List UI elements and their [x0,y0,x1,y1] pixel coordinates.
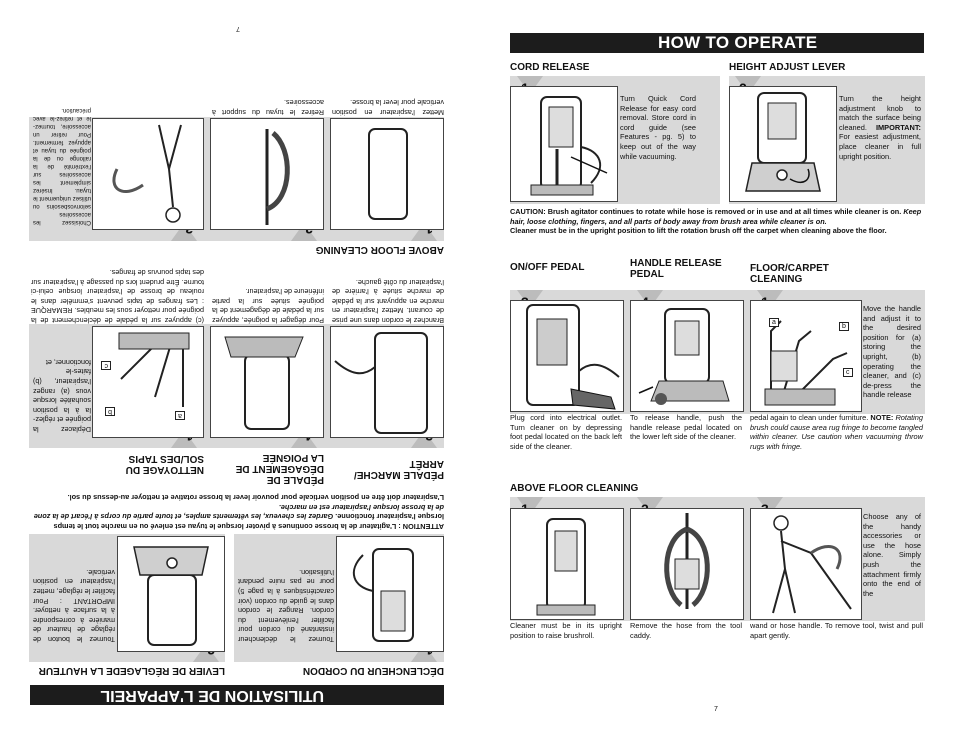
page-number: 7 [714,706,718,713]
onoff-title: ON/OFF PEDAL [510,262,585,273]
handle-text-fr: Pour dégager la poignée, appuyez sur la … [212,287,324,325]
label-c: c [843,368,853,377]
handle-release-text: To release handle, push the handle relea… [630,413,742,442]
above-title-fr: ABOVE FLOOR CLEANING [315,244,444,255]
cord-release-text: Turn Quick Cord Release for easy cord re… [620,94,696,161]
above-text-1-fr: Mettez l'aspirateur en position vertical… [332,98,444,117]
above-floor-illustration-1 [510,508,624,620]
page-number-fr: 7 [236,25,240,32]
caution-line2: Cleaner must be in the upright position … [510,226,887,236]
height-adjust-title: HEIGHT ADJUST LEVER [729,62,846,73]
floor-carpet-illustration [750,300,862,412]
caution-line1: CAUTION: Brush agitator continues to rot… [510,207,902,216]
cord-illustration-fr [336,536,444,652]
label-a-fr: a [175,411,185,420]
cord-text-fr: Tournez le déclencheur instantané du cor… [238,567,334,644]
handle-release-illustration [630,300,744,412]
cord-release-title: CORD RELEASE [510,62,590,73]
note-italic: Rotating brush could cause area rug frin… [750,413,923,451]
note-label: NOTE: [870,413,894,422]
floor-carpet-bottom-text: pedal again to clean under furniture. NO… [750,413,923,451]
onoff-pedal-illustration [510,300,624,412]
height-text-fr: Tournez le bouton de réglage de hauteur … [33,567,115,644]
above-illustration-1-fr [330,118,444,230]
above-floor-illustration-3 [750,508,862,620]
above-illustration-2-fr [210,118,324,230]
label-b-fr: b [105,407,115,416]
above-floor-text-1: Cleaner must be in its upright position … [510,621,622,640]
floor-side-text-fr: Déplacez la poignée et réglez-la à la po… [33,357,91,434]
banner-title: HOW TO OPERATE [658,33,818,52]
cord-release-illustration [510,86,618,202]
onoff-text: Plug cord into electrical outlet. Turn c… [510,413,622,451]
height-adjust-text-b: For easiest adjustment, place cleaner in… [839,132,921,161]
height-adjust-illustration [729,86,837,202]
label-c-fr: c [101,361,111,370]
label-b: b [839,322,849,331]
floor-carpet-side-text: Move the handle and adjust it to the des… [863,304,921,400]
handle-illustration-fr [210,326,324,438]
handle-release-title: HANDLE RELEASE PEDAL [630,258,722,280]
important-label: IMPORTANT: [875,122,921,132]
page-banner: HOW TO OPERATE [510,33,924,53]
pedal-illustration-fr [330,326,444,438]
height-adjust-text-a: Turn the height adjustment knob to match… [839,94,921,132]
english-page: HOW TO OPERATE CORD RELEASE 1. Turn Quic… [477,0,954,738]
above-floor-illustration-2 [630,508,744,620]
handle-title-fr: PÉDALE DE DÉGAGEMENT DE LA POIGNÉE [235,452,324,485]
above-illustration-3-fr [92,118,204,230]
french-page: UTILISATION DE L'APPAREIL DÉCLENCHEUR DU… [29,25,444,705]
floor-carpet-title: FLOOR/CARPET CLEANING [750,263,829,285]
floor-bottom-text-fr: (c) appuyez sur la pédale de déclencheme… [31,268,204,325]
above-text-2-fr: Retirez le tuyau du support à accessoire… [212,98,324,117]
above-floor-text-3-bottom: wand or hose handle. To remove tool, twi… [750,621,923,640]
label-a: a [769,318,779,327]
above-floor-text-3-side: Choose any of the handy accessories or u… [863,512,921,598]
pedal-text-fr: Branchez le cordon dans une prise de cou… [332,277,444,325]
caution-italic: Keep hair, loose clothing, fingers, and … [510,207,922,226]
caution-notice-fr: ATTENTION : L'agitateur de la brosse con… [33,493,444,531]
above-text-3-fr: Choisissez les accessoires selonvosbesoi… [33,107,91,225]
caution-notice: CAUTION: Brush agitator continues to rot… [510,207,924,236]
floor-title-fr: NETTOYAGE DU SOL/DES TAPIS [125,453,204,475]
floor-illustration-fr [92,326,204,438]
page-banner-fr: UTILISATION DE L'APPAREIL [30,685,444,705]
above-floor-text-2: Remove the hose from the tool caddy. [630,621,742,640]
height-title-fr: LEVIER DE RÉGLAGEDE LA HAUTEUR [38,665,225,676]
pedal-title-fr: PÉDALE MARCHE/ ARRÊT [353,458,444,480]
height-adjust-text: Turn the height adjustment knob to match… [839,94,921,161]
height-illustration-fr [117,536,225,652]
above-floor-title: ABOVE FLOOR CLEANING [510,483,639,494]
banner-title-fr: UTILISATION DE L'APPAREIL [100,687,324,704]
cord-title-fr: DÉCLENCHEUR DU CORDON [302,665,444,676]
